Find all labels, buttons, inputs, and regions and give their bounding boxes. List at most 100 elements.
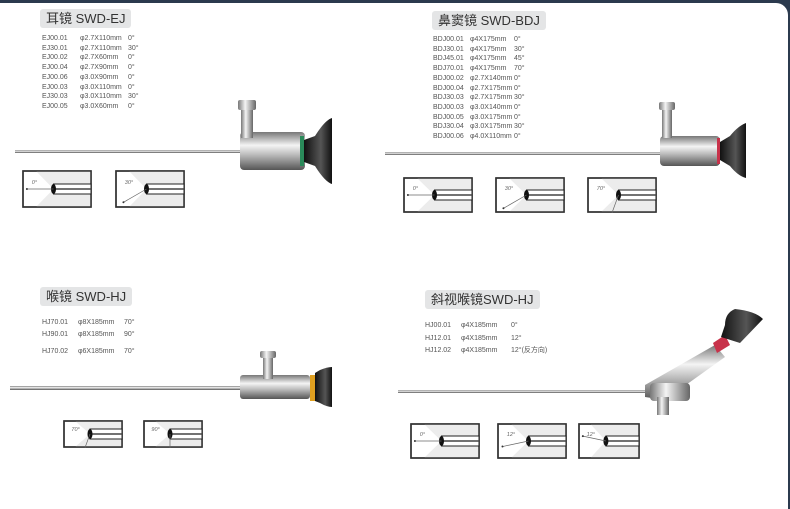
spec-row: EJ30.03 φ3.0X110mm 30° xyxy=(42,92,139,102)
spec-size: φ4X175mm xyxy=(470,65,507,73)
viewing-angle-label: 12° xyxy=(506,432,516,438)
spec-size: φ3.0X110mm xyxy=(80,83,122,91)
spec-code: BDJ30.03 xyxy=(433,94,464,102)
spec-size: φ2.7X175mm xyxy=(470,84,513,92)
spec-angle: 0° xyxy=(128,102,135,110)
spec-angle: 0° xyxy=(128,35,135,42)
section-title-ear-scope: 耳镜 SWD-EJ xyxy=(40,9,132,28)
spec-size: φ3.0X110mm xyxy=(80,93,122,101)
spec-size: φ3.0X175mm xyxy=(470,113,513,121)
viewing-angle-diagram: 30° xyxy=(495,177,565,213)
spec-size: φ3.0X140mm xyxy=(470,103,513,111)
spec-angle: 12°(反方向) xyxy=(511,347,548,354)
viewing-angle-label: 30° xyxy=(504,186,514,192)
viewing-angle-label: 90° xyxy=(151,427,160,433)
spec-row: HJ12.02 φ4X185mm 12°(反方向) xyxy=(425,345,547,358)
spec-size: φ4.0X110mm xyxy=(470,133,512,141)
spec-angle: 0° xyxy=(128,64,135,72)
spec-angle: 45° xyxy=(514,55,525,63)
viewing-angle-diagram: 30° xyxy=(115,170,185,208)
spec-size: φ2.7X140mm xyxy=(470,74,513,82)
spec-code: BDJ00.01 xyxy=(433,36,464,43)
spec-angle: 30° xyxy=(514,123,525,131)
spec-code: BDJ00.06 xyxy=(433,133,464,141)
section-title-oblique-larynx-scope: 斜视喉镜SWD-HJ xyxy=(425,290,540,309)
spec-angle: 0° xyxy=(128,83,135,91)
larynx-scope-image xyxy=(10,351,332,407)
spec-code: HJ70.02 xyxy=(42,348,69,355)
spec-code: BDJ00.03 xyxy=(433,103,464,111)
spec-code: BDJ30.04 xyxy=(433,123,464,131)
spec-size: φ3.0X60mm xyxy=(80,102,119,110)
spec-angle: 0° xyxy=(514,36,521,43)
spec-size: φ2.7X110mm xyxy=(80,44,122,52)
spec-size: φ2.7X110mm xyxy=(80,35,122,42)
spec-code: HJ12.02 xyxy=(425,347,452,354)
catalog-page xyxy=(0,3,788,509)
spec-code: BDJ00.04 xyxy=(433,84,464,92)
spec-size: φ3.0X90mm xyxy=(80,73,119,81)
viewing-angle-label: 0° xyxy=(31,179,38,186)
spec-code: HJ00.01 xyxy=(425,322,452,329)
spec-code: BDJ30.01 xyxy=(433,45,464,53)
viewing-angle-label: 0° xyxy=(419,432,426,438)
spec-code: EJ30.01 xyxy=(42,44,68,52)
spec-size: φ6X185mm xyxy=(78,348,115,355)
viewing-angle-diagram: 12° xyxy=(497,423,567,459)
section-title-larynx-scope: 喉镜 SWD-HJ xyxy=(40,287,133,306)
spec-angle: 70° xyxy=(124,348,135,355)
spec-code: EJ00.06 xyxy=(42,73,68,81)
spec-size: φ4X185mm xyxy=(461,334,498,342)
viewing-angle-label: 12° xyxy=(586,432,595,438)
spec-angle: 70° xyxy=(124,319,135,326)
spec-angle: 30° xyxy=(128,93,139,101)
viewing-angle-label: 30° xyxy=(124,179,134,186)
spec-row: EJ30.01 φ2.7X110mm 30° xyxy=(42,44,139,54)
spec-size: φ4X175mm xyxy=(470,45,507,53)
viewing-angle-diagram: 0° xyxy=(22,170,92,208)
spec-row: HJ12.01 φ4X185mm 12° xyxy=(425,333,547,346)
spec-size: φ2.7X175mm xyxy=(470,94,513,102)
viewing-angle-diagram: 0° xyxy=(403,177,473,213)
spec-angle: 0° xyxy=(514,74,521,82)
section-title-sinus-scope: 鼻窦镜 SWD-BDJ xyxy=(432,11,546,30)
viewing-angle-diagram: 12° xyxy=(578,423,640,459)
spec-size: φ4X185mm xyxy=(461,347,498,354)
spec-angle: 30° xyxy=(128,44,139,52)
spec-code: HJ12.01 xyxy=(425,334,452,342)
spec-angle: 0° xyxy=(514,103,521,111)
spec-row: EJ00.06 φ3.0X90mm 0° xyxy=(42,73,139,83)
spec-size: φ8X185mm xyxy=(78,319,115,326)
spec-code: EJ00.01 xyxy=(42,35,68,42)
spec-code: BDJ00.05 xyxy=(433,113,464,121)
spec-angle: 12° xyxy=(511,334,522,342)
viewing-angle-label: 0° xyxy=(412,186,419,192)
spec-angle: 0° xyxy=(128,73,135,81)
ear-scope-image xyxy=(15,100,332,184)
spec-angle: 0° xyxy=(514,84,521,92)
spec-angle: 0° xyxy=(514,113,521,121)
spec-size: φ4X185mm xyxy=(461,322,498,329)
spec-angle: 0° xyxy=(514,133,521,141)
viewing-angle-diagram: 70° xyxy=(587,177,657,213)
viewing-angle-diagram: 0° xyxy=(410,423,480,459)
spec-row: EJ00.01 φ2.7X110mm 0° xyxy=(42,34,139,44)
spec-code: EJ30.03 xyxy=(42,93,68,101)
spec-size: φ2.7X90mm xyxy=(80,64,119,72)
